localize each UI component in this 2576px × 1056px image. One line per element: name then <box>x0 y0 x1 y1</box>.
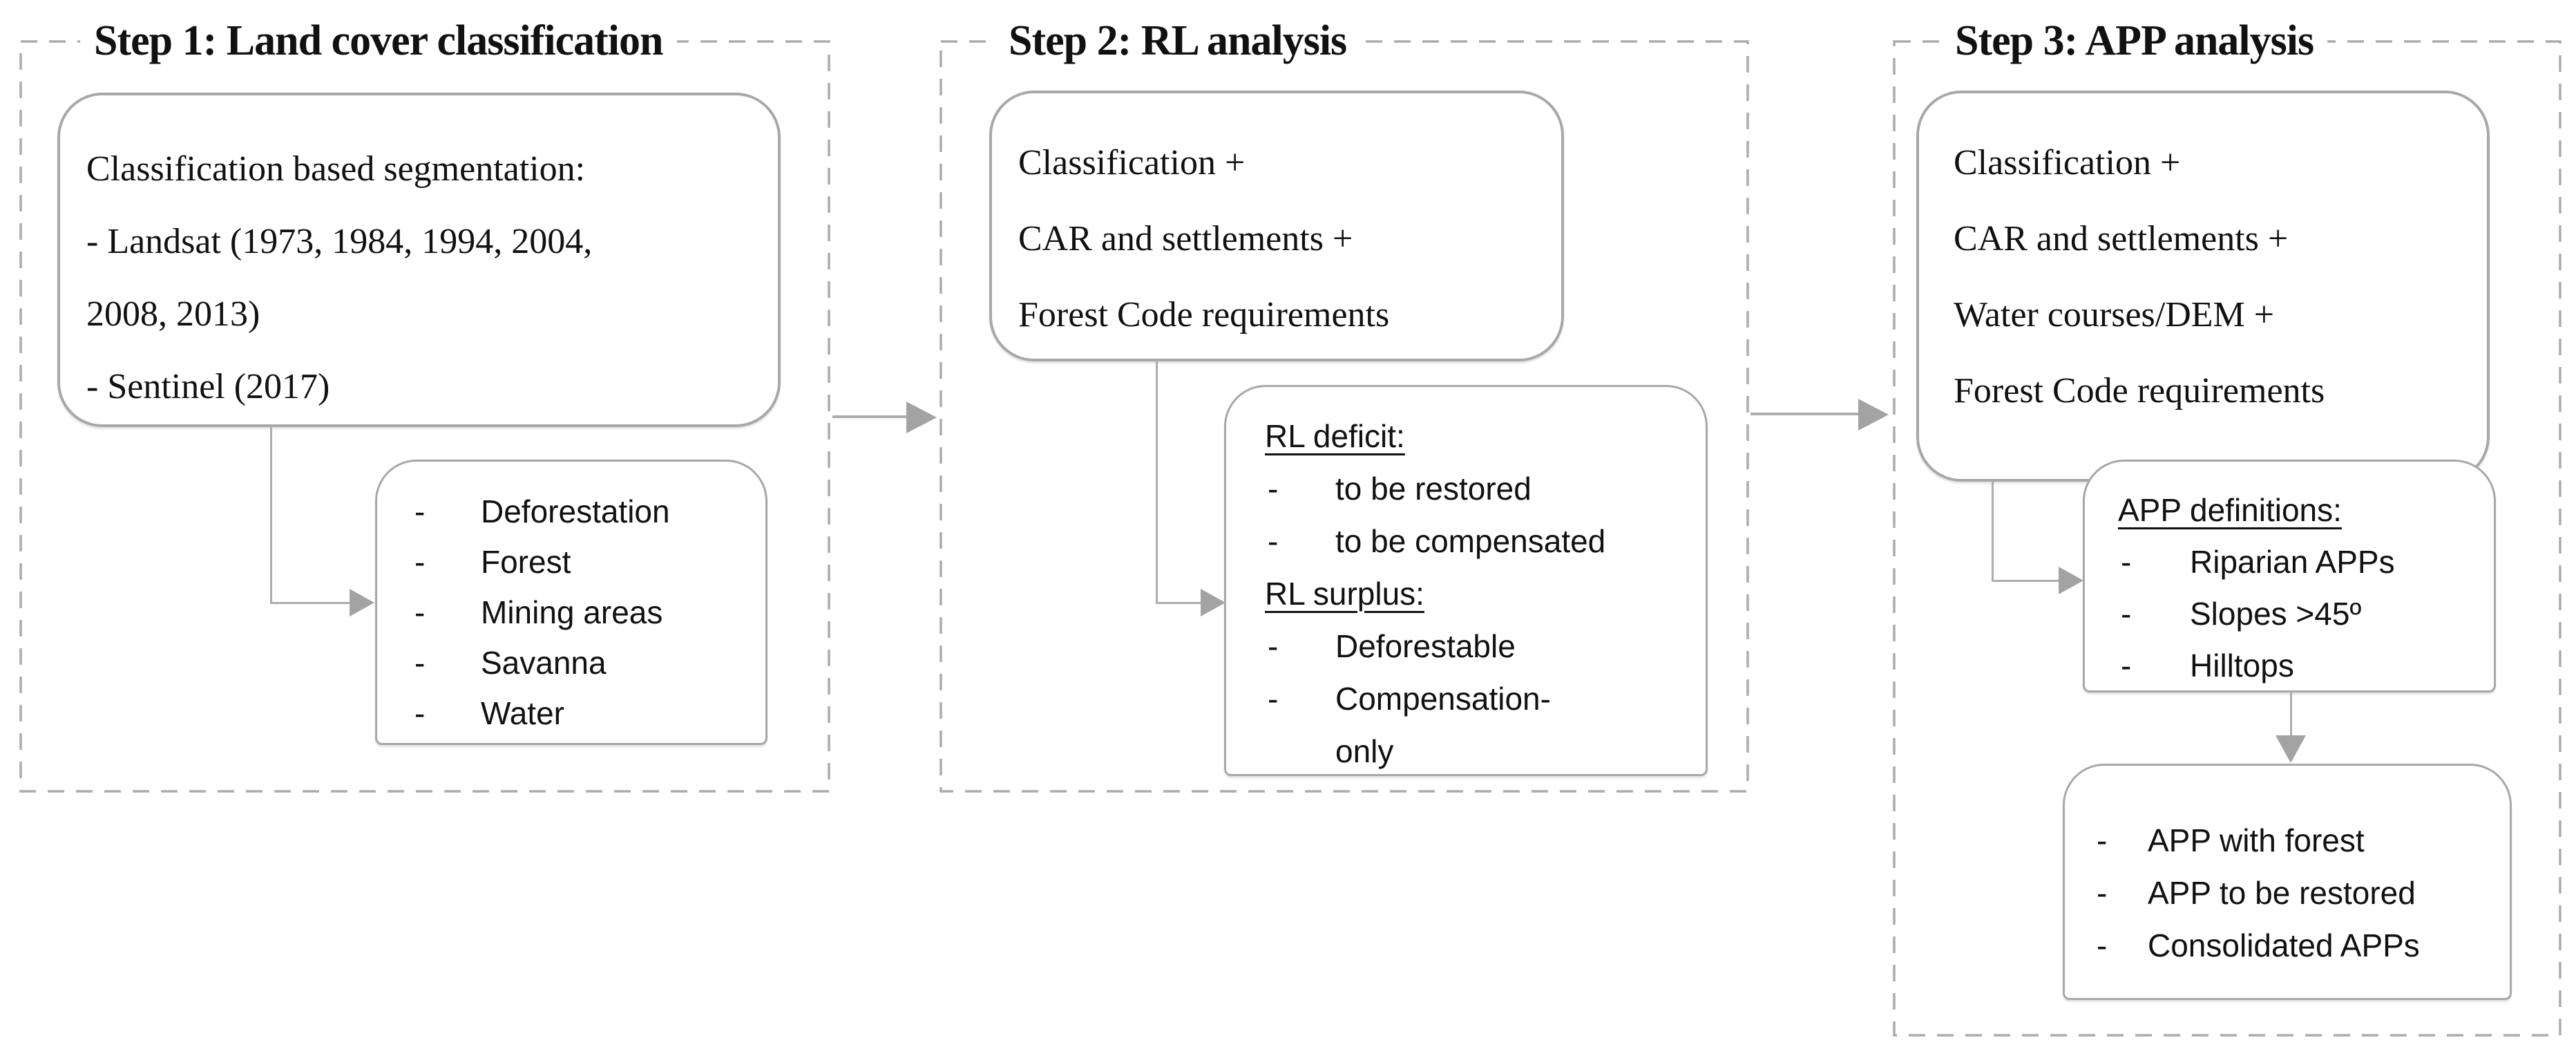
dash-bullet: - <box>2097 822 2108 858</box>
app-definitions-header-label: APP definitions: <box>2118 492 2342 528</box>
list-item: - Riparian APPs <box>2085 536 2494 588</box>
list-item: - Hilltops <box>2085 640 2494 692</box>
main-box-line: CAR and settlements + <box>1954 219 2289 258</box>
step1-elbow-vertical-line <box>270 426 272 604</box>
list-item-label: Compensation- <box>1335 681 1551 717</box>
dash-bullet: - <box>2121 544 2132 580</box>
list-item: - APP with forest <box>2065 814 2510 867</box>
step1-classes-box: - Deforestation - Forest - Mining areas - Sa… <box>375 460 767 745</box>
list-item: - APP to be restored <box>2065 867 2510 919</box>
step3-down-arrowhead-icon <box>2276 735 2306 763</box>
step3-elbow-vertical-line <box>1992 482 1994 582</box>
main-box-line: Classification based segmentation: <box>86 149 586 189</box>
app-definitions-header: APP definitions: <box>2085 484 2494 536</box>
list-item: - Forest <box>377 537 765 587</box>
list-item-label: Water <box>481 695 564 731</box>
list-item-label: Consolidated APPs <box>2148 927 2420 963</box>
list-item-continuation: only <box>1226 725 1706 777</box>
dash-bullet: - <box>414 695 426 731</box>
step2-main-box: Classification + CAR and settlements + F… <box>989 91 1564 361</box>
rl-surplus-header-label: RL surplus: <box>1265 576 1424 612</box>
main-box-line: Forest Code requirements <box>1954 371 2325 411</box>
main-box-line: - Landsat (1973, 1984, 1994, 2004, <box>86 222 593 261</box>
list-item: - to be compensated <box>1226 515 1706 567</box>
main-box-line: Classification + <box>1018 143 1246 182</box>
main-box-line: Forest Code requirements <box>1018 295 1390 334</box>
step1-elbow-arrowhead-icon <box>350 589 374 616</box>
list-item-label: Riparian APPs <box>2190 544 2395 580</box>
arrow-step1-to-step2-head-icon <box>906 402 937 433</box>
main-box-line: 2008, 2013) <box>86 294 260 334</box>
step3-app-definitions-box: APP definitions: - Riparian APPs - Slopes … <box>2083 460 2496 692</box>
dash-bullet: - <box>414 544 426 580</box>
dash-bullet: - <box>1268 471 1279 507</box>
list-item-label: Mining areas <box>481 594 663 630</box>
step1-main-box: Classification based segmentation: - Lan… <box>57 93 781 427</box>
step1-elbow-horizontal-line <box>270 602 352 604</box>
list-item: - Slopes >45º <box>2085 588 2494 640</box>
dash-bullet: - <box>414 493 426 529</box>
list-item-label: Hilltops <box>2190 648 2294 683</box>
list-item: - Compensation- <box>1226 672 1706 725</box>
main-box-line: Water courses/DEM + <box>1954 295 2275 334</box>
list-item: - Savanna <box>377 638 765 688</box>
step2-rl-box: RL deficit: - to be restored - to be compe… <box>1224 385 1708 776</box>
list-item: - Consolidated APPs <box>2065 919 2510 972</box>
rl-surplus-header: RL surplus: <box>1226 567 1706 620</box>
rl-deficit-header-label: RL deficit: <box>1265 418 1405 454</box>
step3-app-results-box: - APP with forest - APP to be restored - Co… <box>2063 764 2512 1000</box>
arrow-step1-to-step2-line <box>832 415 908 418</box>
step3-elbow-horizontal-line <box>1992 580 2061 582</box>
step3-title: Step 3: APP analysis <box>1941 15 2328 66</box>
list-item-label: to be restored <box>1335 471 1532 507</box>
dash-bullet: - <box>2121 648 2132 683</box>
step3-dashed-border <box>1893 40 2561 1037</box>
list-item-label: APP with forest <box>2148 822 2365 858</box>
dash-bullet: - <box>414 594 426 630</box>
list-item-label: Deforestable <box>1335 628 1516 664</box>
main-box-line: - Sentinel (2017) <box>86 367 330 406</box>
dash-bullet: - <box>1268 628 1279 664</box>
main-box-line: CAR and settlements + <box>1018 219 1353 258</box>
list-item-label: Deforestation <box>481 493 670 529</box>
step1-title: Step 1: Land cover classification <box>80 15 677 66</box>
step2-elbow-horizontal-line <box>1156 602 1203 604</box>
list-item-label: Savanna <box>481 645 607 681</box>
list-item: - Water <box>377 688 765 739</box>
dash-bullet: - <box>1268 523 1279 559</box>
list-item: - Deforestable <box>1226 620 1706 672</box>
list-item: - Deforestation <box>377 487 765 537</box>
dash-bullet: - <box>1268 681 1279 717</box>
dash-bullet: - <box>2121 596 2132 632</box>
rl-deficit-header: RL deficit: <box>1226 410 1706 462</box>
list-item-label: Slopes >45º <box>2190 596 2362 632</box>
list-item-label: only <box>1335 733 1394 769</box>
dash-bullet: - <box>2097 927 2108 963</box>
dash-bullet: - <box>414 645 426 681</box>
arrow-step2-to-step3-line <box>1750 413 1861 415</box>
list-item-label: APP to be restored <box>2148 875 2416 911</box>
step2-title: Step 2: RL analysis <box>995 15 1361 66</box>
step3-main-box: Classification + CAR and settlements + W… <box>1916 91 2490 482</box>
dash-bullet: - <box>2097 875 2108 911</box>
list-item-label: to be compensated <box>1335 523 1606 559</box>
main-box-line: Classification + <box>1954 143 2181 182</box>
step2-elbow-arrowhead-icon <box>1201 589 1225 616</box>
list-item-label: Forest <box>481 544 571 580</box>
step3-elbow-arrowhead-icon <box>2059 567 2083 594</box>
step3-down-arrow-line <box>2290 692 2292 737</box>
step2-elbow-vertical-line <box>1156 360 1158 604</box>
list-item: - Mining areas <box>377 587 765 638</box>
arrow-step2-to-step3-head-icon <box>1858 399 1889 431</box>
step3-container <box>1893 40 2561 1037</box>
list-item: - to be restored <box>1226 462 1706 515</box>
